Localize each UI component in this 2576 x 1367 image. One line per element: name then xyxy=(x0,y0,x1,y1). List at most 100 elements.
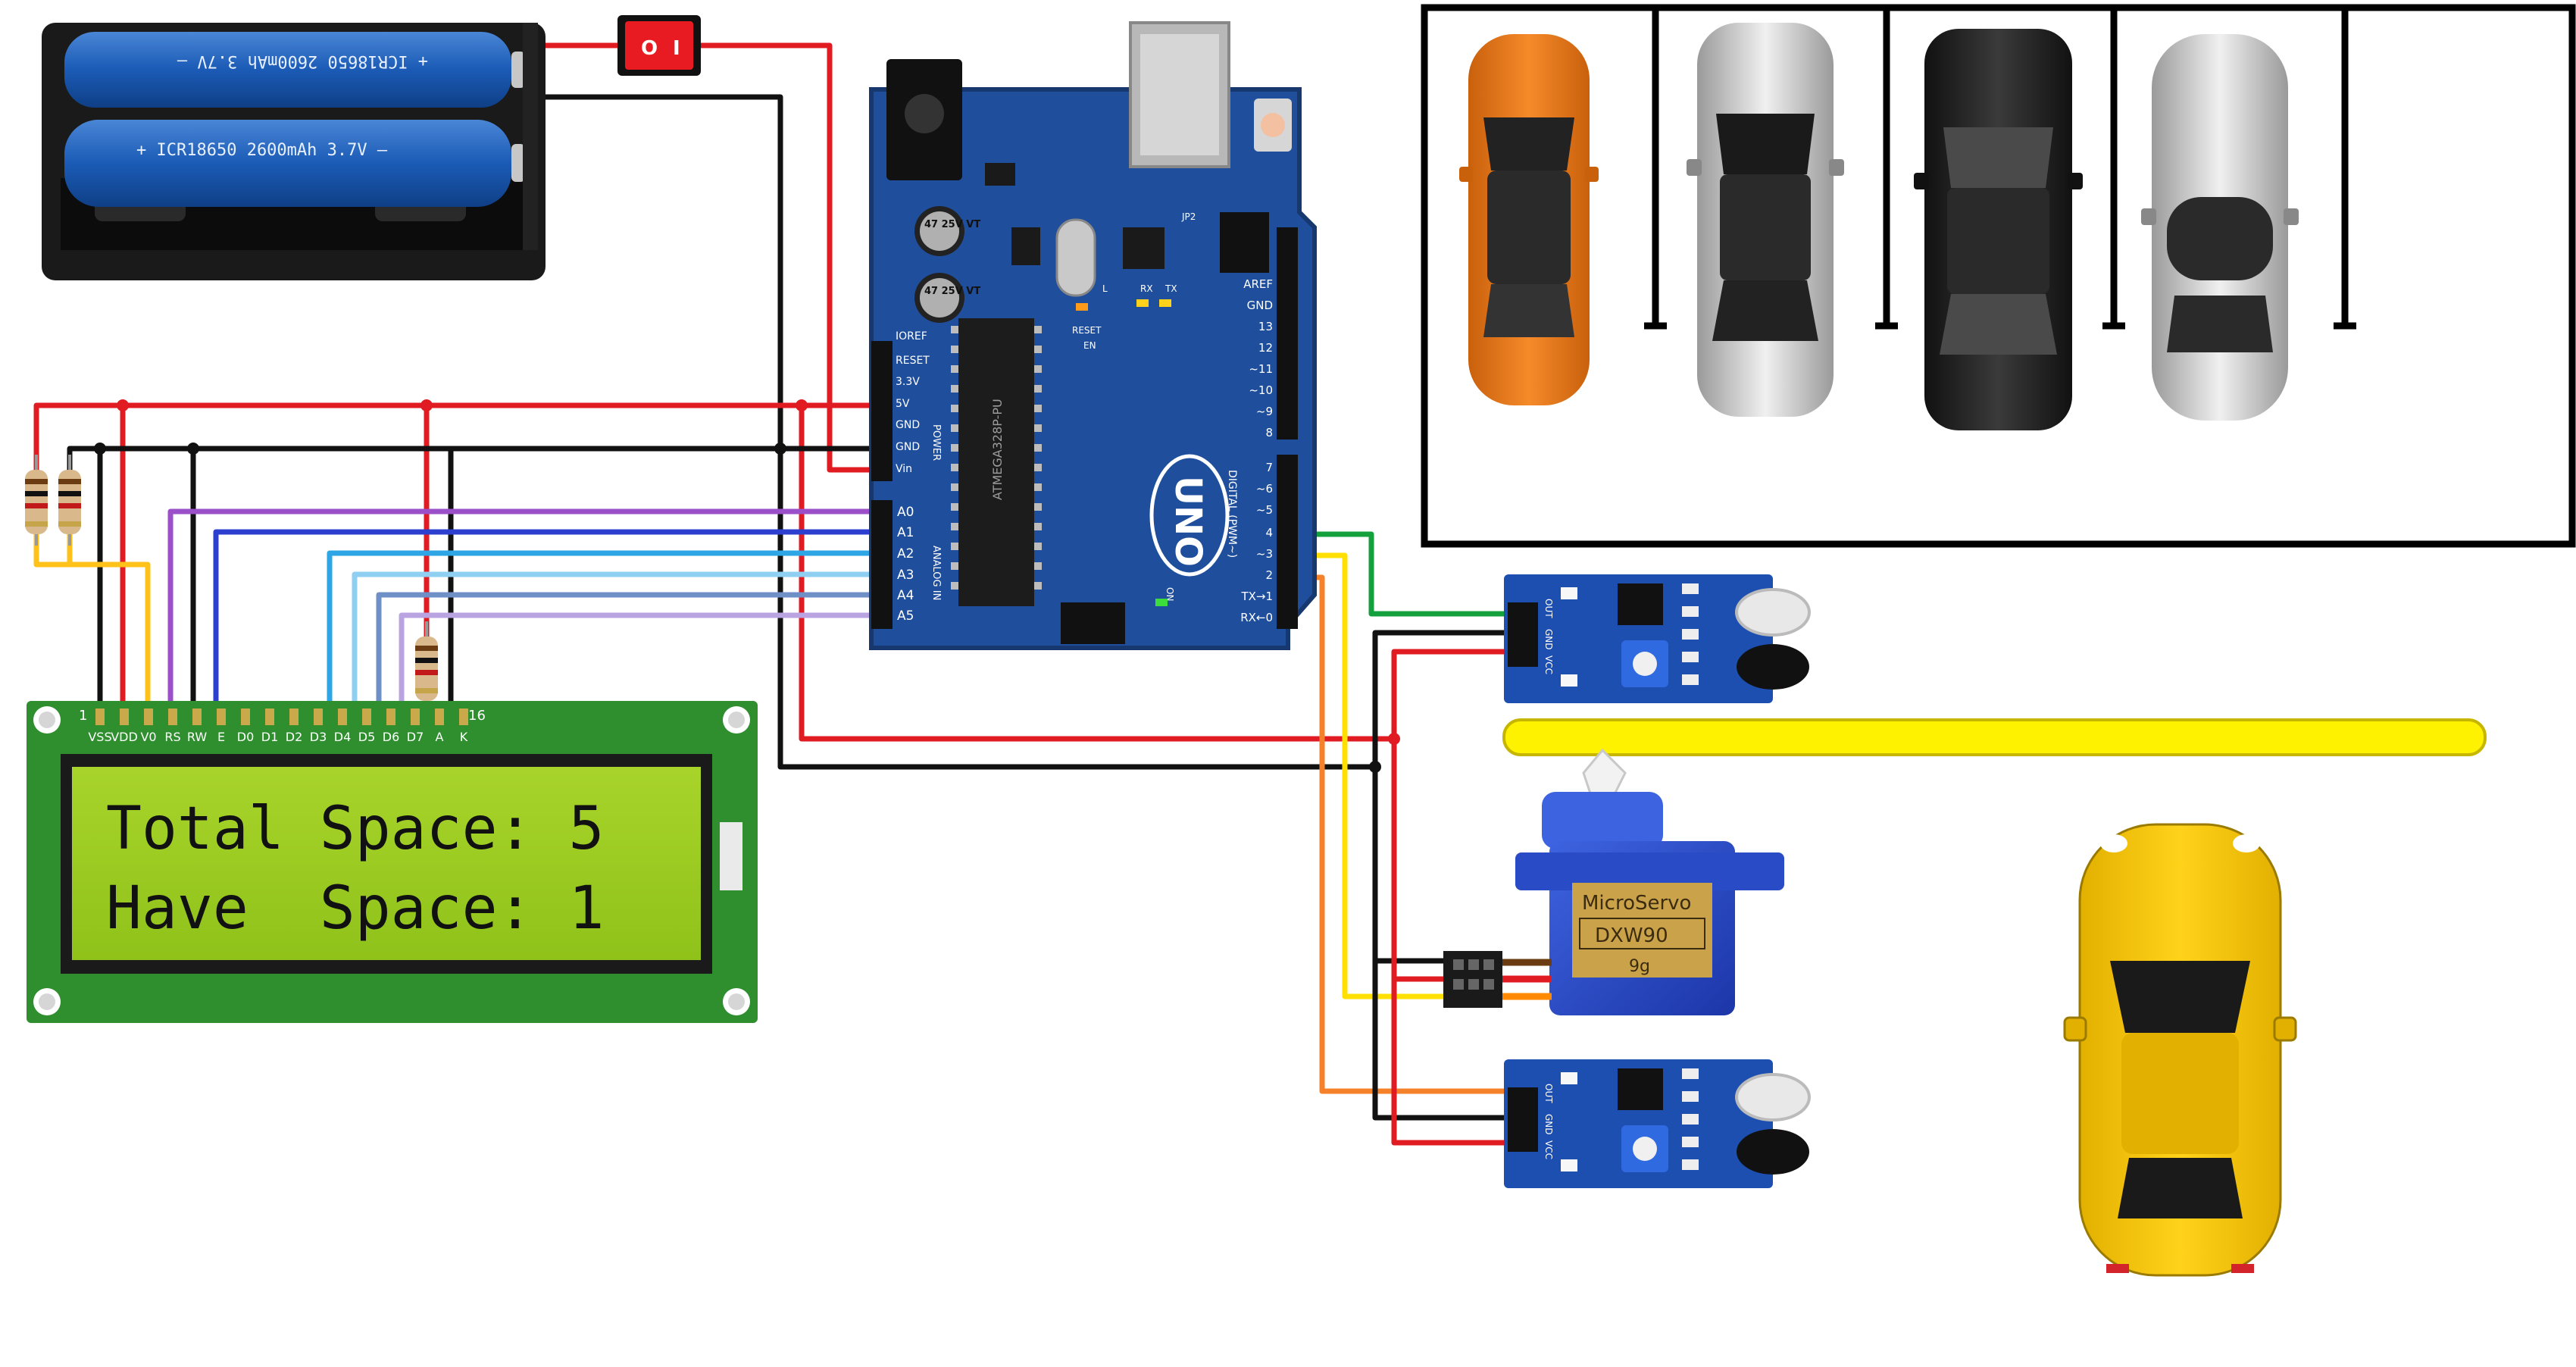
switch-on-mark: O xyxy=(641,37,658,60)
atmega-chip-label: ATMEGA328P-PU xyxy=(990,399,1005,500)
lcd-pin-v0: V0 xyxy=(140,730,156,744)
pin-label-11: ~11 xyxy=(1249,362,1273,376)
battery-cell-1-label: + ICR18650 2600mAh 3.7V – xyxy=(177,52,428,70)
lcd-pin-e: E xyxy=(217,730,225,744)
lcd-pin-vdd: VDD xyxy=(111,730,138,744)
lcd-pin-row xyxy=(95,709,468,725)
servo-label-plate xyxy=(1572,883,1712,978)
pin-label-a0: A0 xyxy=(897,505,914,520)
lcd-pin-last: 16 xyxy=(468,708,486,724)
pin-label-a2: A2 xyxy=(897,546,914,562)
wire-a3-d5 xyxy=(352,571,883,727)
ir-sensor-top-pin-vcc: VCC xyxy=(1543,655,1554,674)
wire-a2-d4 xyxy=(327,550,883,727)
arduino-uno: 47 25V VT 47 25V VT ATMEGA328P-PU UNO xyxy=(869,21,1317,650)
power-header xyxy=(871,341,893,481)
pin-label-2: 2 xyxy=(1265,568,1273,582)
icsp-header-2 xyxy=(1061,602,1125,644)
digital-pin-labels-lower: 7 ~6 ~5 4 ~3 2 TX→1 RX←0 xyxy=(1240,461,1273,624)
power-header-title: POWER xyxy=(930,424,942,461)
parked-car-silver-sport xyxy=(2141,34,2299,421)
pin-label-gnd-1: GND xyxy=(896,419,920,431)
wire-d2-sensor2-out xyxy=(1299,574,1504,1094)
lcd-screen xyxy=(72,767,701,960)
pin-label-5v: 5V xyxy=(896,398,910,410)
lcd-pin-d3: D3 xyxy=(310,730,327,744)
battery-cell-2-label: + ICR18650 2600mAh 3.7V – xyxy=(136,141,388,160)
ir-sensor-top-pin-out: OUT xyxy=(1543,599,1554,618)
lcd-pin-vss: VSS xyxy=(88,730,111,744)
lcd-pin-first: 1 xyxy=(79,708,87,724)
servo-motor: MicroServo DXW90 9g xyxy=(1443,748,1784,1015)
junction-dot xyxy=(117,399,129,411)
lcd-pin-d0: D0 xyxy=(237,730,255,744)
analog-header xyxy=(871,500,893,629)
capacitor-2: 47 25V VT xyxy=(914,273,980,323)
wire-servo-vcc xyxy=(1391,739,1447,982)
ir-emitter xyxy=(1735,588,1811,637)
pin-label-ioref: IOREF xyxy=(896,330,927,343)
digital-header-lower xyxy=(1277,455,1298,629)
servo-model: DXW90 xyxy=(1595,924,1668,947)
misc-label-on: ON xyxy=(1165,587,1175,601)
pin-label-vin: Vin xyxy=(896,463,912,475)
lcd-pin-d6: D6 xyxy=(383,730,400,744)
entering-car-yellow xyxy=(2063,823,2297,1277)
lcd-line-2: Have Space: 1 xyxy=(106,874,604,943)
pin-label-8: 8 xyxy=(1265,426,1273,440)
resistor-1 xyxy=(25,455,48,546)
uno-logo-text: UNO xyxy=(1167,476,1209,567)
usb-chip xyxy=(1123,227,1165,269)
pin-label-7: 7 xyxy=(1265,461,1273,474)
pin-label-13: 13 xyxy=(1258,320,1273,333)
junction-dot xyxy=(420,399,433,411)
servo-brand: MicroServo xyxy=(1582,892,1691,915)
crystal xyxy=(1055,218,1096,297)
pin-label-1: TX→1 xyxy=(1240,590,1273,603)
wire-a4-d6 xyxy=(376,592,883,727)
digital-header-upper xyxy=(1277,227,1298,440)
gate-barrier xyxy=(1502,718,2487,756)
wire-switch-to-vin xyxy=(697,42,883,473)
wires xyxy=(33,42,1504,1146)
misc-label-l: L xyxy=(1102,283,1108,294)
misc-label-tx: TX xyxy=(1165,283,1177,294)
pin-label-0: RX←0 xyxy=(1240,611,1273,624)
misc-label-rx: RX xyxy=(1140,283,1153,294)
ir-sensor-bottom-pin-out: OUT xyxy=(1543,1084,1554,1103)
misc-label-en: EN xyxy=(1083,340,1096,351)
junction-dot xyxy=(1388,733,1400,745)
junction-dot xyxy=(187,443,199,455)
wire-a0-rs xyxy=(167,508,883,727)
atmega-chip xyxy=(958,318,1034,606)
pin-label-gnd-d: GND xyxy=(1247,299,1273,312)
junction-dot xyxy=(796,399,808,411)
lcd-pin-d1: D1 xyxy=(261,730,279,744)
wire-servo-gnd xyxy=(1372,767,1447,964)
parking-lot-border xyxy=(1421,4,2576,548)
pin-label-3v3: 3.3V xyxy=(896,376,920,388)
pin-label-3: ~3 xyxy=(1256,547,1273,561)
pin-label-reset: RESET xyxy=(896,355,930,367)
pin-label-a3: A3 xyxy=(897,568,914,583)
wire-pot-v0 xyxy=(33,534,151,727)
digital-header-title: DIGITAL (PWM~) xyxy=(1226,470,1238,558)
parked-car-silver xyxy=(1687,23,1844,417)
wire-junctions xyxy=(94,399,1400,773)
lcd-pin-d5: D5 xyxy=(358,730,376,744)
battery-cell-1: + ICR18650 2600mAh 3.7V – xyxy=(64,32,525,108)
servo-arm xyxy=(1582,748,1627,797)
pin-label-a5: A5 xyxy=(897,608,914,624)
wire-sensor1-gnd xyxy=(1372,630,1504,767)
ir-sensor-top-pcb xyxy=(1504,574,1773,703)
resistors xyxy=(25,455,438,724)
uno-logo: UNO xyxy=(1149,454,1230,577)
ir-receiver xyxy=(1737,1129,1809,1175)
wire-5v-to-sensors xyxy=(799,405,1394,742)
parking-dividers xyxy=(1644,8,2356,330)
pin-label-10: ~10 xyxy=(1249,383,1273,397)
ir-sensor-bottom-pin-gnd: GND xyxy=(1543,1114,1554,1135)
analog-header-title: ANALOG IN xyxy=(930,546,942,600)
lcd-pin-labels: VSS VDD V0 RS RW E D0 D1 D2 D3 D4 D5 D6 … xyxy=(88,730,467,744)
